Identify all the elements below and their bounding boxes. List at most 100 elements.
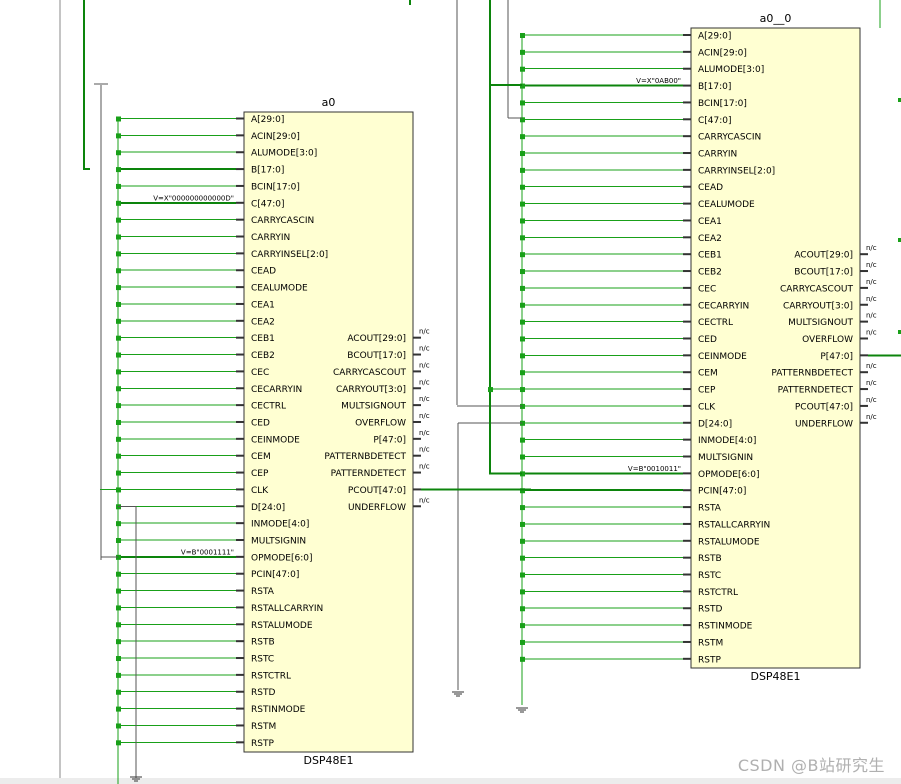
pin-stub — [236, 640, 244, 643]
pin-label-inmode40: INMODE[4:0] — [698, 436, 756, 446]
nc-marker: n/c — [419, 429, 430, 437]
pin-label-carryinsel20: CARRYINSEL[2:0] — [698, 166, 775, 176]
pin-stub — [236, 522, 244, 525]
pin-stub — [860, 337, 868, 340]
pin-stub — [236, 319, 244, 322]
junction-dot — [520, 285, 525, 291]
constant-value-label: V=X"000000000000D" — [153, 194, 234, 202]
pcout-to-pcin-net[interactable] — [420, 488, 684, 492]
pin-stub — [683, 522, 691, 525]
opmode-net-a0_0[interactable] — [489, 85, 522, 475]
pin-stub — [683, 185, 691, 188]
pin-stub — [413, 370, 421, 373]
junction-dot — [520, 471, 525, 477]
pin-label-carrycascout: CARRYCASCOUT — [333, 368, 406, 378]
junction-dot — [116, 251, 121, 257]
pin-label-carryinsel20: CARRYINSEL[2:0] — [251, 250, 328, 260]
dsp-block-body[interactable] — [243, 111, 414, 753]
block-instance-name: a0__0 — [760, 12, 792, 25]
pin-stub — [413, 387, 421, 390]
pin-stub — [683, 590, 691, 593]
pin-stub — [683, 489, 691, 492]
dsp-block-a0_0[interactable]: a0__0DSP48E1A[29:0]ACIN[29:0]ALUMODE[3:0… — [520, 12, 877, 705]
nc-marker: n/c — [419, 496, 430, 504]
pin-stub — [683, 455, 691, 458]
junction-dot — [116, 554, 121, 560]
offpage-connector — [898, 238, 901, 242]
pin-stub — [236, 184, 244, 187]
pin-label-rstd: RSTD — [698, 605, 722, 615]
pin-label-cea1: CEA1 — [251, 300, 275, 310]
junction-dot — [116, 672, 121, 678]
pin-stub — [413, 336, 421, 339]
dsp-block-a0[interactable]: a0DSP48E1A[29:0]ACIN[29:0]ALUMODE[3:0]B[… — [100, 96, 430, 784]
junction-dot — [520, 134, 525, 140]
pin-stub — [860, 421, 868, 424]
pin-stub — [413, 404, 421, 407]
junction-dot — [116, 285, 121, 291]
pin-label-rstd: RSTD — [251, 688, 275, 698]
bus-wire-b-a0[interactable] — [83, 0, 90, 170]
junction-dot — [116, 183, 121, 189]
nc-marker: n/c — [419, 446, 430, 454]
pin-label-a290: A[29:0] — [698, 32, 731, 42]
nc-marker: n/c — [419, 345, 430, 353]
nc-marker: n/c — [866, 312, 877, 320]
ground-symbol — [516, 707, 528, 713]
pin-stub — [683, 607, 691, 610]
pin-stub — [236, 201, 244, 204]
block-instance-name: a0 — [322, 96, 336, 109]
pin-stub — [236, 707, 244, 710]
pin-stub — [683, 219, 691, 222]
junction-dot — [520, 353, 525, 359]
junction-dot — [116, 656, 121, 662]
pin-stub — [683, 286, 691, 289]
watermark: CSDN @B站研究生 — [737, 756, 885, 775]
pin-label-underflow: UNDERFLOW — [348, 503, 406, 513]
junction-dot — [116, 369, 121, 375]
junction-dot — [116, 723, 121, 729]
junction-dot — [116, 318, 121, 324]
junction-dot — [520, 167, 525, 173]
junction-dot — [520, 218, 525, 224]
pin-stub — [683, 152, 691, 155]
pin-label-p470: P[47:0] — [820, 352, 853, 362]
pin-stub — [236, 606, 244, 609]
junction-dot — [520, 66, 525, 72]
pin-stub — [413, 488, 421, 491]
pin-stub — [236, 572, 244, 575]
nc-marker: n/c — [866, 278, 877, 286]
pin-stub — [860, 354, 868, 357]
dsp-block-body[interactable] — [690, 27, 861, 669]
junction-dot — [520, 623, 525, 629]
pin-stub — [683, 236, 691, 239]
pin-label-rsta: RSTA — [698, 504, 722, 514]
pin-stub — [236, 353, 244, 356]
pin-label-cem: CEM — [251, 452, 271, 462]
pin-stub — [683, 640, 691, 643]
junction-dot — [116, 386, 121, 392]
junction-dot — [116, 116, 121, 122]
pin-stub — [236, 404, 244, 407]
pin-label-overflow: OVERFLOW — [355, 418, 406, 428]
pin-stub — [236, 302, 244, 305]
pin-label-rstallcarryin: RSTALLCARRYIN — [251, 604, 323, 614]
pin-stub — [683, 657, 691, 660]
pin-label-opmode60: OPMODE[6:0] — [251, 553, 312, 563]
pin-stub — [413, 437, 421, 440]
bottom-scrollbar-track — [0, 778, 901, 784]
pin-stub — [683, 50, 691, 53]
pin-stub — [236, 690, 244, 693]
pin-stub — [413, 505, 421, 508]
pin-stub — [236, 437, 244, 440]
pin-label-pcout470: PCOUT[47:0] — [795, 402, 853, 412]
pin-stub — [236, 117, 244, 120]
pin-stub — [860, 303, 868, 306]
pin-stub — [860, 286, 868, 289]
junction-dot — [520, 420, 525, 426]
pin-label-rstb: RSTB — [251, 638, 275, 648]
pin-stub — [683, 438, 691, 441]
pin-label-rstinmode: RSTINMODE — [698, 622, 753, 632]
nc-marker: n/c — [419, 378, 430, 386]
junction-dot — [520, 538, 525, 544]
